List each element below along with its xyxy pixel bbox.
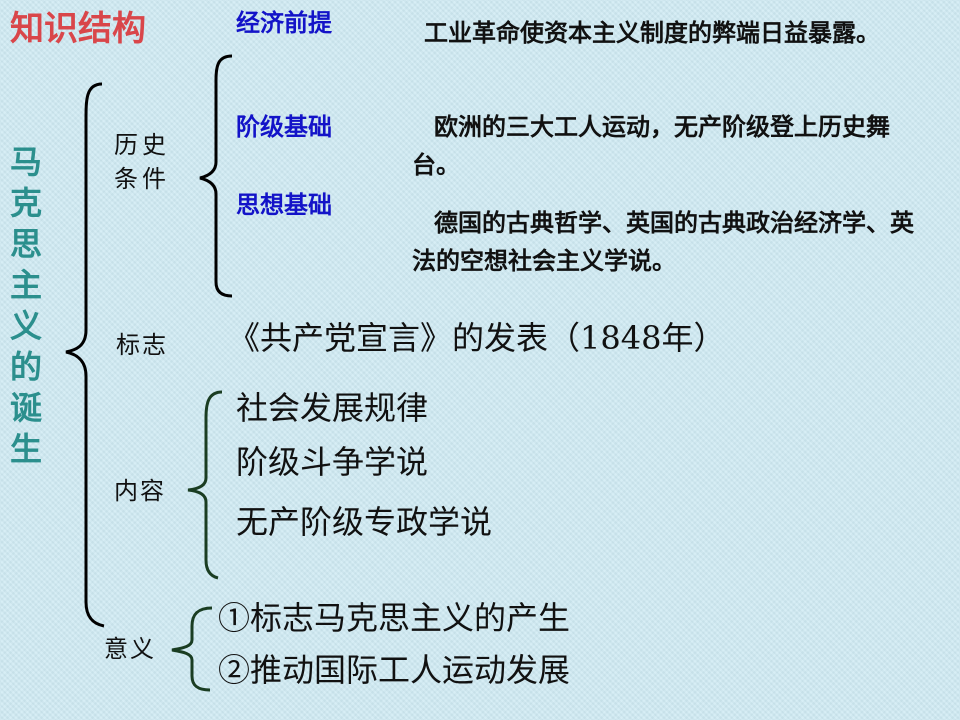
marker-text: 《共产党宣言》的发表（1848年） — [228, 319, 726, 357]
content-item-2: 阶级斗争学说 — [236, 443, 429, 481]
history-text-economic: 工业革命使资本主义制度的弊端日益暴露。 — [424, 18, 880, 47]
category-history: 历史条件 — [114, 131, 170, 193]
history-label-class: 阶级基础 — [236, 112, 332, 141]
category-marker: 标志 — [116, 331, 168, 359]
page-title: 知识结构 — [10, 9, 146, 49]
category-content: 内容 — [114, 477, 166, 505]
vertical-title: 马克思主义的诞生 — [9, 143, 42, 468]
significance-item-2: ②推动国际工人运动发展 — [218, 651, 571, 689]
history-bracket — [199, 54, 233, 298]
content-bracket — [187, 390, 223, 580]
history-label-economic: 经济前提 — [236, 8, 332, 37]
category-significance: 意义 — [104, 635, 156, 663]
history-text-class: 欧洲的三大工人运动，无产阶级登上历史舞台。 — [412, 112, 890, 179]
main-bracket — [65, 82, 105, 628]
significance-bracket — [171, 606, 213, 692]
content-item-3: 无产阶级专政学说 — [236, 503, 493, 541]
significance-item-1: ①标志马克思主义的产生 — [218, 599, 571, 637]
history-label-ideology: 思想基础 — [236, 190, 332, 219]
content-item-1: 社会发展规律 — [236, 389, 429, 427]
history-text-ideology: 德国的古典哲学、英国的古典政治经济学、英法的空想社会主义学说。 — [412, 208, 914, 275]
